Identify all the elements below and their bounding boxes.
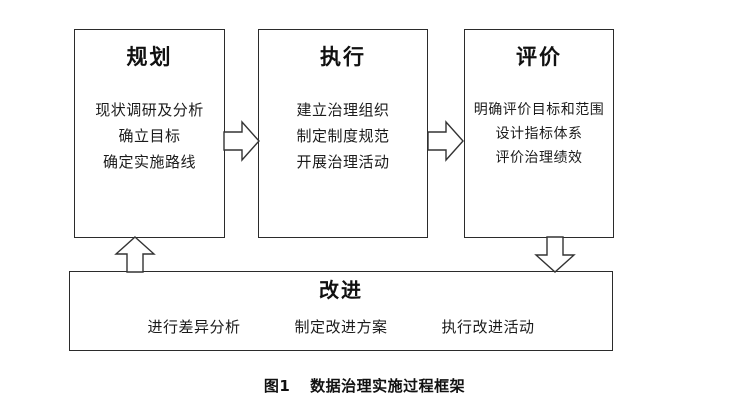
box-item: 执行改进活动 bbox=[441, 318, 535, 336]
arrow-down-icon bbox=[534, 236, 576, 273]
box-item: 确定实施路线 bbox=[102, 152, 196, 171]
figure-title: 数据治理实施过程框架 bbox=[310, 377, 466, 395]
figure-number: 图1 bbox=[263, 377, 291, 395]
process-box-evaluate: 评价 明确评价目标和范围 设计指标体系 评价治理绩效 bbox=[464, 29, 614, 238]
box-item: 确立目标 bbox=[118, 126, 181, 145]
box-item: 制定改进方案 bbox=[294, 318, 388, 336]
box-title-improve: 改进 bbox=[319, 278, 363, 302]
process-box-execute: 执行 建立治理组织 制定制度规范 开展治理活动 bbox=[258, 29, 428, 238]
box-item: 制定制度规范 bbox=[296, 126, 390, 145]
box-items-improve: 进行差异分析 制定改进方案 执行改进活动 bbox=[70, 316, 612, 337]
box-items-plan: 现状调研及分析 确立目标 确定实施路线 bbox=[75, 98, 224, 175]
arrow-up-icon bbox=[114, 236, 156, 273]
box-item: 设计指标体系 bbox=[495, 126, 583, 143]
box-items-execute: 建立治理组织 制定制度规范 开展治理活动 bbox=[259, 98, 427, 175]
process-box-improve: 改进 进行差异分析 制定改进方案 执行改进活动 bbox=[69, 271, 613, 351]
arrow-right-icon bbox=[427, 120, 464, 162]
box-items-evaluate: 明确评价目标和范围 设计指标体系 评价治理绩效 bbox=[465, 98, 613, 170]
process-box-plan: 规划 现状调研及分析 确立目标 确定实施路线 bbox=[74, 29, 225, 238]
box-item: 建立治理组织 bbox=[296, 101, 390, 119]
arrow-right-icon bbox=[223, 120, 260, 162]
box-item: 进行差异分析 bbox=[147, 318, 241, 336]
box-item: 现状调研及分析 bbox=[95, 101, 204, 119]
figure-caption: 图1 数据治理实施过程框架 bbox=[0, 375, 729, 396]
box-title-evaluate: 评价 bbox=[516, 45, 562, 69]
box-title-plan: 规划 bbox=[126, 45, 173, 69]
box-item: 评价治理绩效 bbox=[495, 150, 583, 167]
box-title-execute: 执行 bbox=[320, 45, 366, 69]
box-item: 明确评价目标和范围 bbox=[473, 102, 605, 118]
box-item: 开展治理活动 bbox=[296, 152, 390, 171]
